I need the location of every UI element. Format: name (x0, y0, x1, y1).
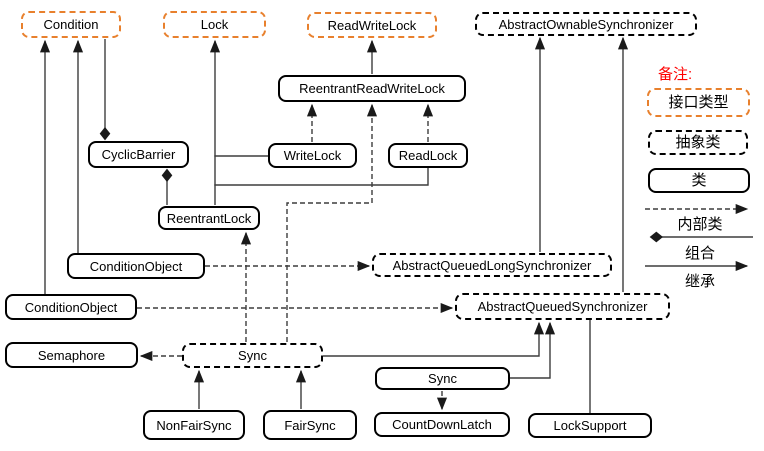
legend-class-label: 类 (691, 172, 707, 189)
legend-inheritance-label: 继承 (684, 273, 715, 290)
node-cyclicbarrier: CyclicBarrier (88, 141, 189, 168)
edge-readlock-lock-branch (214, 167, 429, 186)
legend-interface-sample: 接口类型 (647, 88, 750, 117)
node-readwritelock-label: ReadWriteLock (327, 17, 417, 33)
node-readwritelock: ReadWriteLock (307, 12, 437, 38)
edge-syncabstract-aqs-inheritance (323, 321, 545, 357)
node-aqs-label: AbstractQueuedSynchronizer (477, 299, 648, 314)
node-writelock: WriteLock (268, 143, 357, 168)
node-readlock: ReadLock (388, 143, 468, 168)
node-lock-label: Lock (200, 17, 229, 32)
node-locksupport: LockSupport (528, 413, 652, 438)
node-sync-abstract: Sync (182, 343, 323, 368)
node-conditionobject-1: ConditionObject (67, 253, 205, 279)
legend-class-sample: 类 (648, 168, 750, 193)
legend-inner-class-label: 内部类 (677, 216, 723, 233)
node-writelock-label: WriteLock (283, 148, 342, 163)
node-conditionobject-2: ConditionObject (5, 294, 137, 320)
node-lock: Lock (163, 11, 266, 38)
node-semaphore-label: Semaphore (37, 347, 106, 363)
node-countdownlatch-label: CountDownLatch (392, 417, 492, 432)
legend-abstract-sample: 抽象类 (648, 130, 748, 155)
node-abstract-queued-synchronizer: AbstractQueuedSynchronizer (455, 293, 670, 320)
node-abstract-ownable-synchronizer: AbstractOwnableSynchronizer (475, 12, 697, 36)
node-aos-label: AbstractOwnableSynchronizer (498, 16, 674, 32)
node-rrwl-label: ReentrantReadWriteLock (299, 81, 445, 96)
node-reentrant-read-write-lock: ReentrantReadWriteLock (278, 75, 466, 102)
node-nonfairsync: NonFairSync (143, 410, 245, 440)
node-sync-class: Sync (375, 367, 510, 390)
node-sync-abstract-label: Sync (238, 348, 267, 363)
node-cyclicbarrier-label: CyclicBarrier (101, 147, 176, 162)
node-condition-label: Condition (43, 17, 99, 32)
node-condition: Condition (21, 11, 121, 38)
node-reentrantlock: ReentrantLock (158, 206, 260, 230)
legend-abstract-label: 抽象类 (675, 134, 721, 151)
legend-title: 备注: (658, 66, 693, 83)
edge-syncclass-aqs-inheritance (510, 321, 556, 379)
node-sync-class-label: Sync (428, 371, 457, 386)
node-locksupport-label: LockSupport (553, 418, 627, 433)
edge-syncabstract-rrwl-innerclass (286, 103, 378, 342)
legend-composition-label: 组合 (684, 245, 715, 262)
node-aqls-label: AbstractQueuedLongSynchronizer (392, 257, 592, 273)
node-nonfairsync-label: NonFairSync (156, 417, 232, 433)
node-fairsync-label: FairSync (284, 417, 336, 433)
node-abstract-queued-long-synchronizer: AbstractQueuedLongSynchronizer (372, 253, 612, 277)
node-fairsync: FairSync (263, 410, 357, 440)
node-readlock-label: ReadLock (398, 148, 458, 163)
node-reentrantlock-label: ReentrantLock (166, 210, 252, 226)
node-conditionobject1-label: ConditionObject (89, 258, 183, 274)
node-conditionobject2-label: ConditionObject (24, 299, 118, 315)
legend-interface-label: 接口类型 (668, 94, 729, 111)
node-countdownlatch: CountDownLatch (374, 412, 510, 437)
node-semaphore: Semaphore (5, 342, 138, 368)
